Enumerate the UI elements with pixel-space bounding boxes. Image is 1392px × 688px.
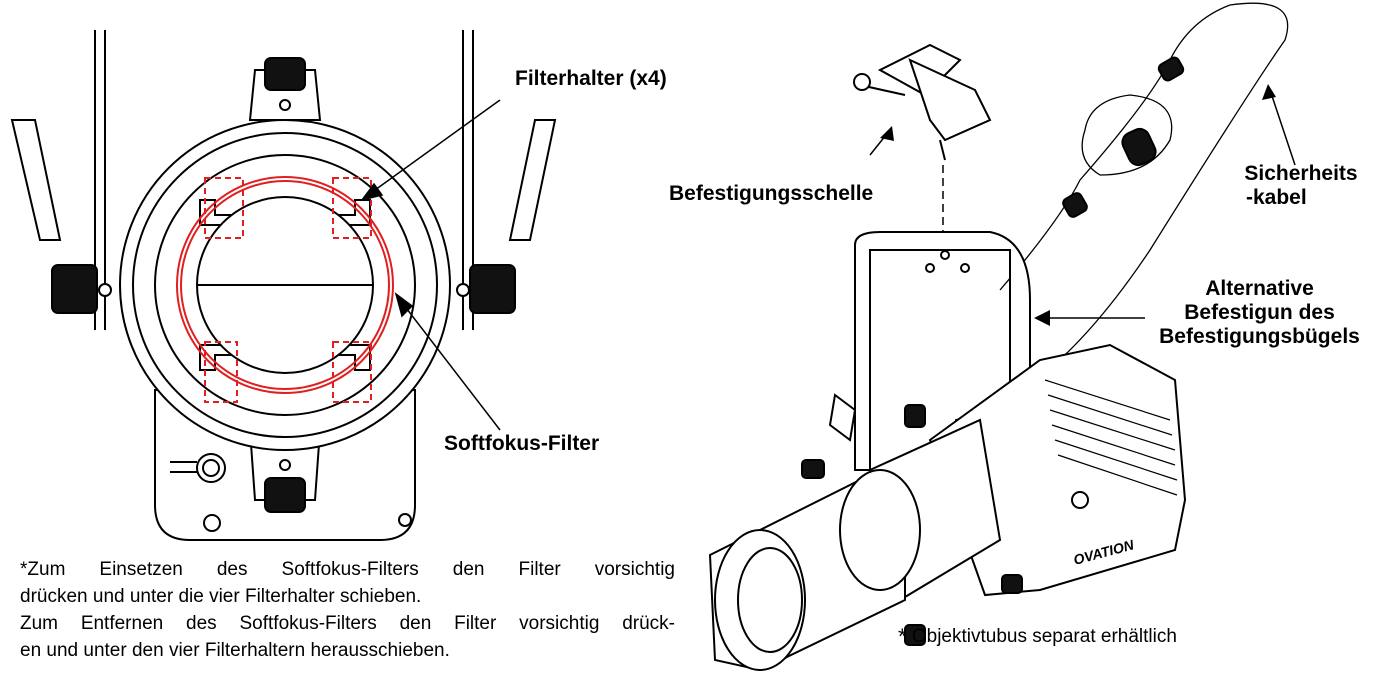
alt-mount-label-line-2: Befestigun des xyxy=(1184,301,1335,324)
side-handle-right xyxy=(508,119,557,241)
softfocus-callout-line xyxy=(399,299,501,431)
filter-holder-box-tr xyxy=(332,177,372,239)
filter-holder-callout-line xyxy=(367,99,501,196)
note-line-4: en und unter den vier Filterhaltern hera… xyxy=(20,640,450,661)
filter-holder-box-bl xyxy=(204,341,238,403)
lens-note-text: Objektivtubus separat erhältlich xyxy=(911,626,1177,647)
knob-left xyxy=(51,264,98,314)
note-line-3: Zum Entfernen des Softfokus-Filters den … xyxy=(20,613,675,634)
lens-note-asterisk: * xyxy=(898,624,907,649)
filter-holder-box-tl xyxy=(204,177,244,239)
lens-note: * Objektivtubus separat erhältlich xyxy=(898,625,1177,649)
knob-right xyxy=(469,264,516,314)
safety-cable-label: Sicherheits -kabel xyxy=(1236,162,1366,210)
note-line-1: *Zum Einsetzen des Softfokus-Filters den… xyxy=(20,559,675,580)
alt-mount-label: Alternative Befestigun des Befestigungsb… xyxy=(1147,277,1372,349)
note-line-2: drücken und unter die vier Filterhalter … xyxy=(20,586,422,607)
filter-holder-label: Filterhalter (x4) xyxy=(515,67,667,90)
insertion-note: *Zum Einsetzen des Softfokus-Filters den… xyxy=(20,556,675,664)
side-handle-left xyxy=(10,119,62,241)
alt-mount-label-line-3: Befestigungsbügels xyxy=(1159,325,1360,348)
softfocus-filter-label: Softfokus-Filter xyxy=(444,432,600,455)
alt-mount-label-line-1: Alternative xyxy=(1205,277,1314,300)
safety-cable-label-line-1: Sicherheits xyxy=(1244,162,1358,185)
clamp-label: Befestigungsschelle xyxy=(669,182,874,205)
filter-holder-box-br xyxy=(332,341,372,403)
softfocus-filter-ring xyxy=(176,176,394,394)
safety-cable-label-line-2: -kabel xyxy=(1246,186,1307,209)
